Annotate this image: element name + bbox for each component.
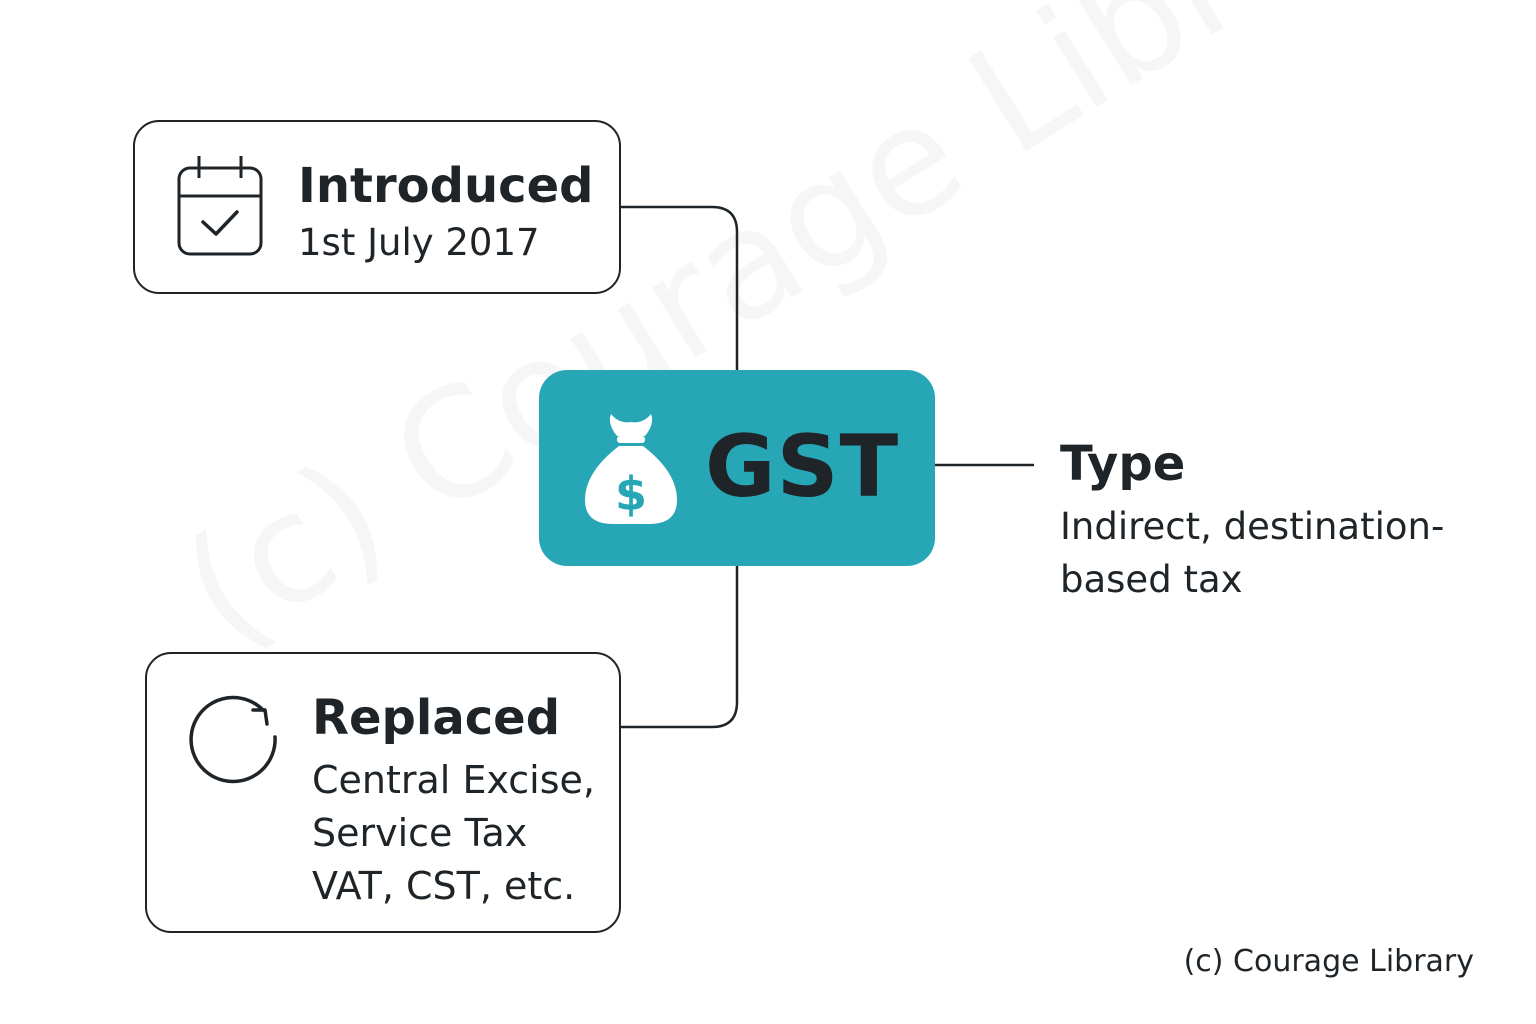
gst-center-node: $ GST (539, 370, 935, 566)
type-title: Type (1060, 436, 1186, 492)
replaced-line: VAT, CST, etc. (312, 864, 576, 908)
type-text: Indirect, destination- based tax (1060, 500, 1444, 606)
replaced-text: Central Excise, Service Tax VAT, CST, et… (312, 754, 595, 913)
money-bag-icon: $ (583, 410, 679, 532)
replaced-title: Replaced (312, 690, 561, 746)
svg-text:$: $ (615, 467, 647, 521)
replaced-line: Central Excise, (312, 758, 595, 802)
type-block: Type Indirect, destination- based tax (1060, 436, 1444, 606)
copyright-text: (c) Courage Library (1183, 944, 1474, 979)
introduced-title: Introduced (298, 158, 594, 214)
introduced-text: 1st July 2017 (298, 221, 540, 264)
connector-introduced (621, 205, 739, 370)
introduced-card: Introduced 1st July 2017 (133, 120, 621, 294)
connector-replaced (621, 566, 739, 729)
type-line: Indirect, destination- (1060, 505, 1445, 548)
replaced-line: Service Tax (312, 811, 528, 855)
refresh-icon (189, 690, 283, 788)
calendar-check-icon (175, 154, 265, 266)
gst-title: GST (705, 417, 900, 517)
type-line: based tax (1060, 558, 1243, 601)
replaced-card: Replaced Central Excise, Service Tax VAT… (145, 652, 621, 933)
